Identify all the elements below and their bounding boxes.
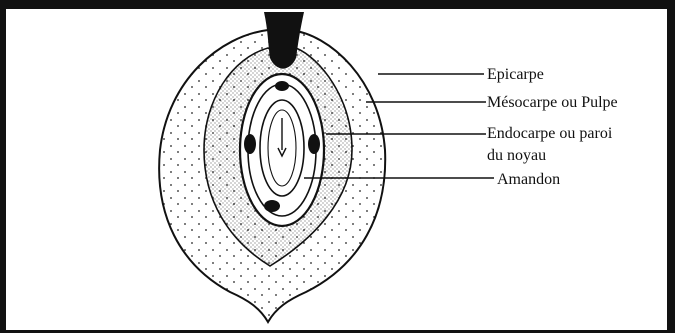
endocarp-mark-top: [275, 81, 289, 91]
endocarp-mark-bottom: [264, 200, 280, 212]
label-mesocarpe: Mésocarpe ou Pulpe: [487, 94, 618, 111]
label-endocarpe-line1: Endocarpe ou paroi: [487, 125, 613, 142]
endocarp-mark-right: [308, 134, 320, 154]
label-amandon: Amandon: [497, 171, 560, 188]
label-endocarpe-line2: du noyau: [487, 147, 546, 164]
endocarp-mark-left: [244, 134, 256, 154]
label-epicarpe: Epicarpe: [487, 66, 544, 83]
